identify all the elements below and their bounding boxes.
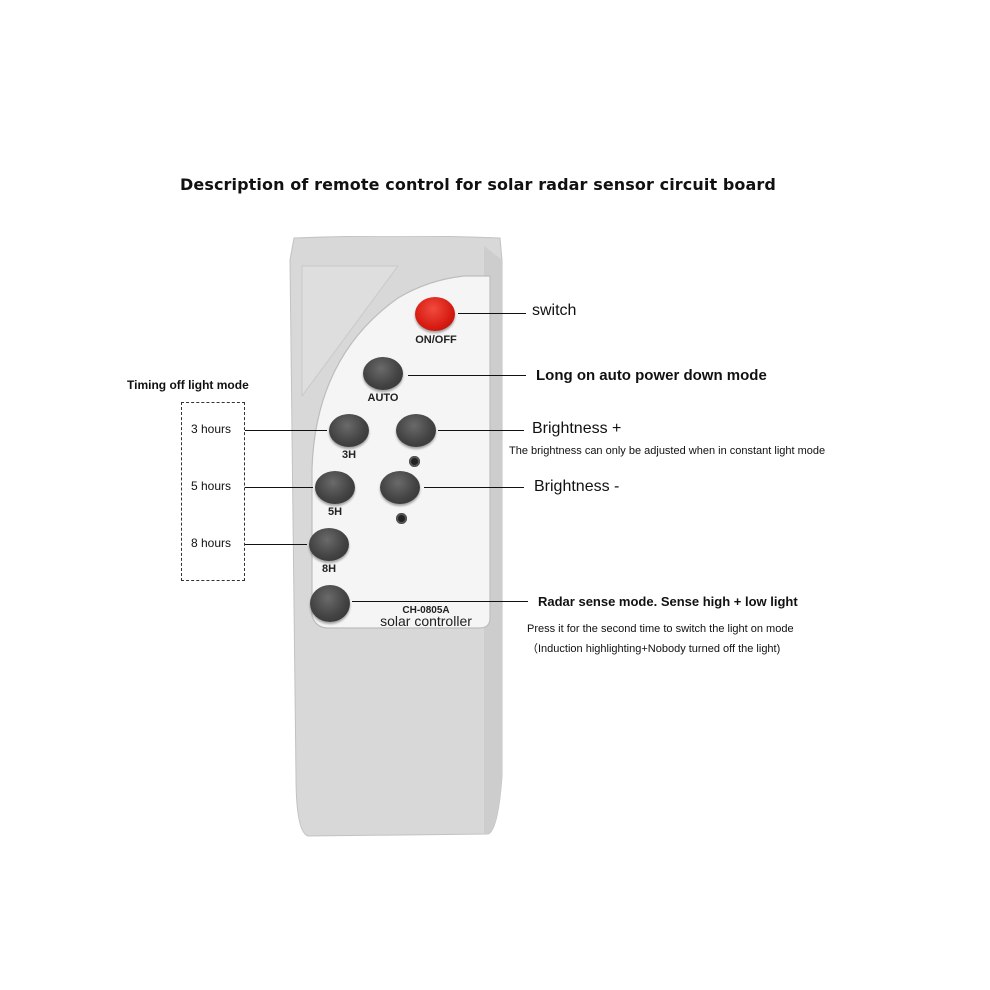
timer-3h-button[interactable] — [329, 414, 369, 447]
brightness-plus-leader-line — [438, 430, 524, 431]
timing-options-box — [181, 402, 245, 581]
timing-heading: Timing off light mode — [127, 378, 249, 392]
timer-5h-label: 5H — [327, 506, 343, 518]
auto-button[interactable] — [363, 357, 403, 390]
radar-annotation: Radar sense mode. Sense high + low light — [538, 594, 798, 609]
brightness-plus-annotation: Brightness + — [532, 420, 622, 437]
timing-option-5-hours: 5 hours — [191, 479, 232, 493]
remote-control — [288, 236, 506, 838]
brightness-plus-indicator-icon — [409, 456, 420, 467]
timing-option-8-hours: 8 hours — [191, 536, 232, 550]
brightness-minus-leader-line — [424, 487, 524, 488]
timing-option-3-hours: 3 hours — [191, 422, 232, 436]
brightness-minus-indicator-icon — [396, 513, 407, 524]
timer-8h-label: 8H — [321, 563, 337, 575]
page-title: Description of remote control for solar … — [180, 175, 776, 194]
brightness-minus-annotation: Brightness - — [534, 478, 620, 495]
power-button[interactable] — [415, 297, 455, 331]
timer-5h-leader-line — [245, 487, 313, 488]
auto-leader-line — [408, 375, 526, 376]
remote-brand-label: solar controller — [380, 613, 472, 629]
power-button-label: ON/OFF — [415, 334, 457, 346]
radar-leader-line — [352, 601, 528, 602]
auto-annotation: Long on auto power down mode — [536, 367, 767, 384]
radar-mode-button[interactable] — [310, 585, 350, 622]
switch-annotation: switch — [532, 302, 577, 319]
timer-5h-button[interactable] — [315, 471, 355, 504]
brightness-note: The brightness can only be adjusted when… — [509, 445, 826, 457]
brightness-minus-button[interactable] — [380, 471, 420, 504]
timer-3h-leader-line — [245, 430, 327, 431]
radar-note-line-2: （Induction highlighting+Nobody turned of… — [527, 643, 781, 655]
radar-note-line-1: Press it for the second time to switch t… — [527, 623, 794, 635]
switch-leader-line — [458, 313, 526, 314]
timer-8h-button[interactable] — [309, 528, 349, 561]
auto-button-label: AUTO — [367, 392, 399, 404]
timer-8h-leader-line — [245, 544, 307, 545]
brightness-plus-button[interactable] — [396, 414, 436, 447]
timer-3h-label: 3H — [341, 449, 357, 461]
model-number: CH-0805A — [402, 605, 450, 616]
remote-body-shape — [289, 236, 503, 837]
